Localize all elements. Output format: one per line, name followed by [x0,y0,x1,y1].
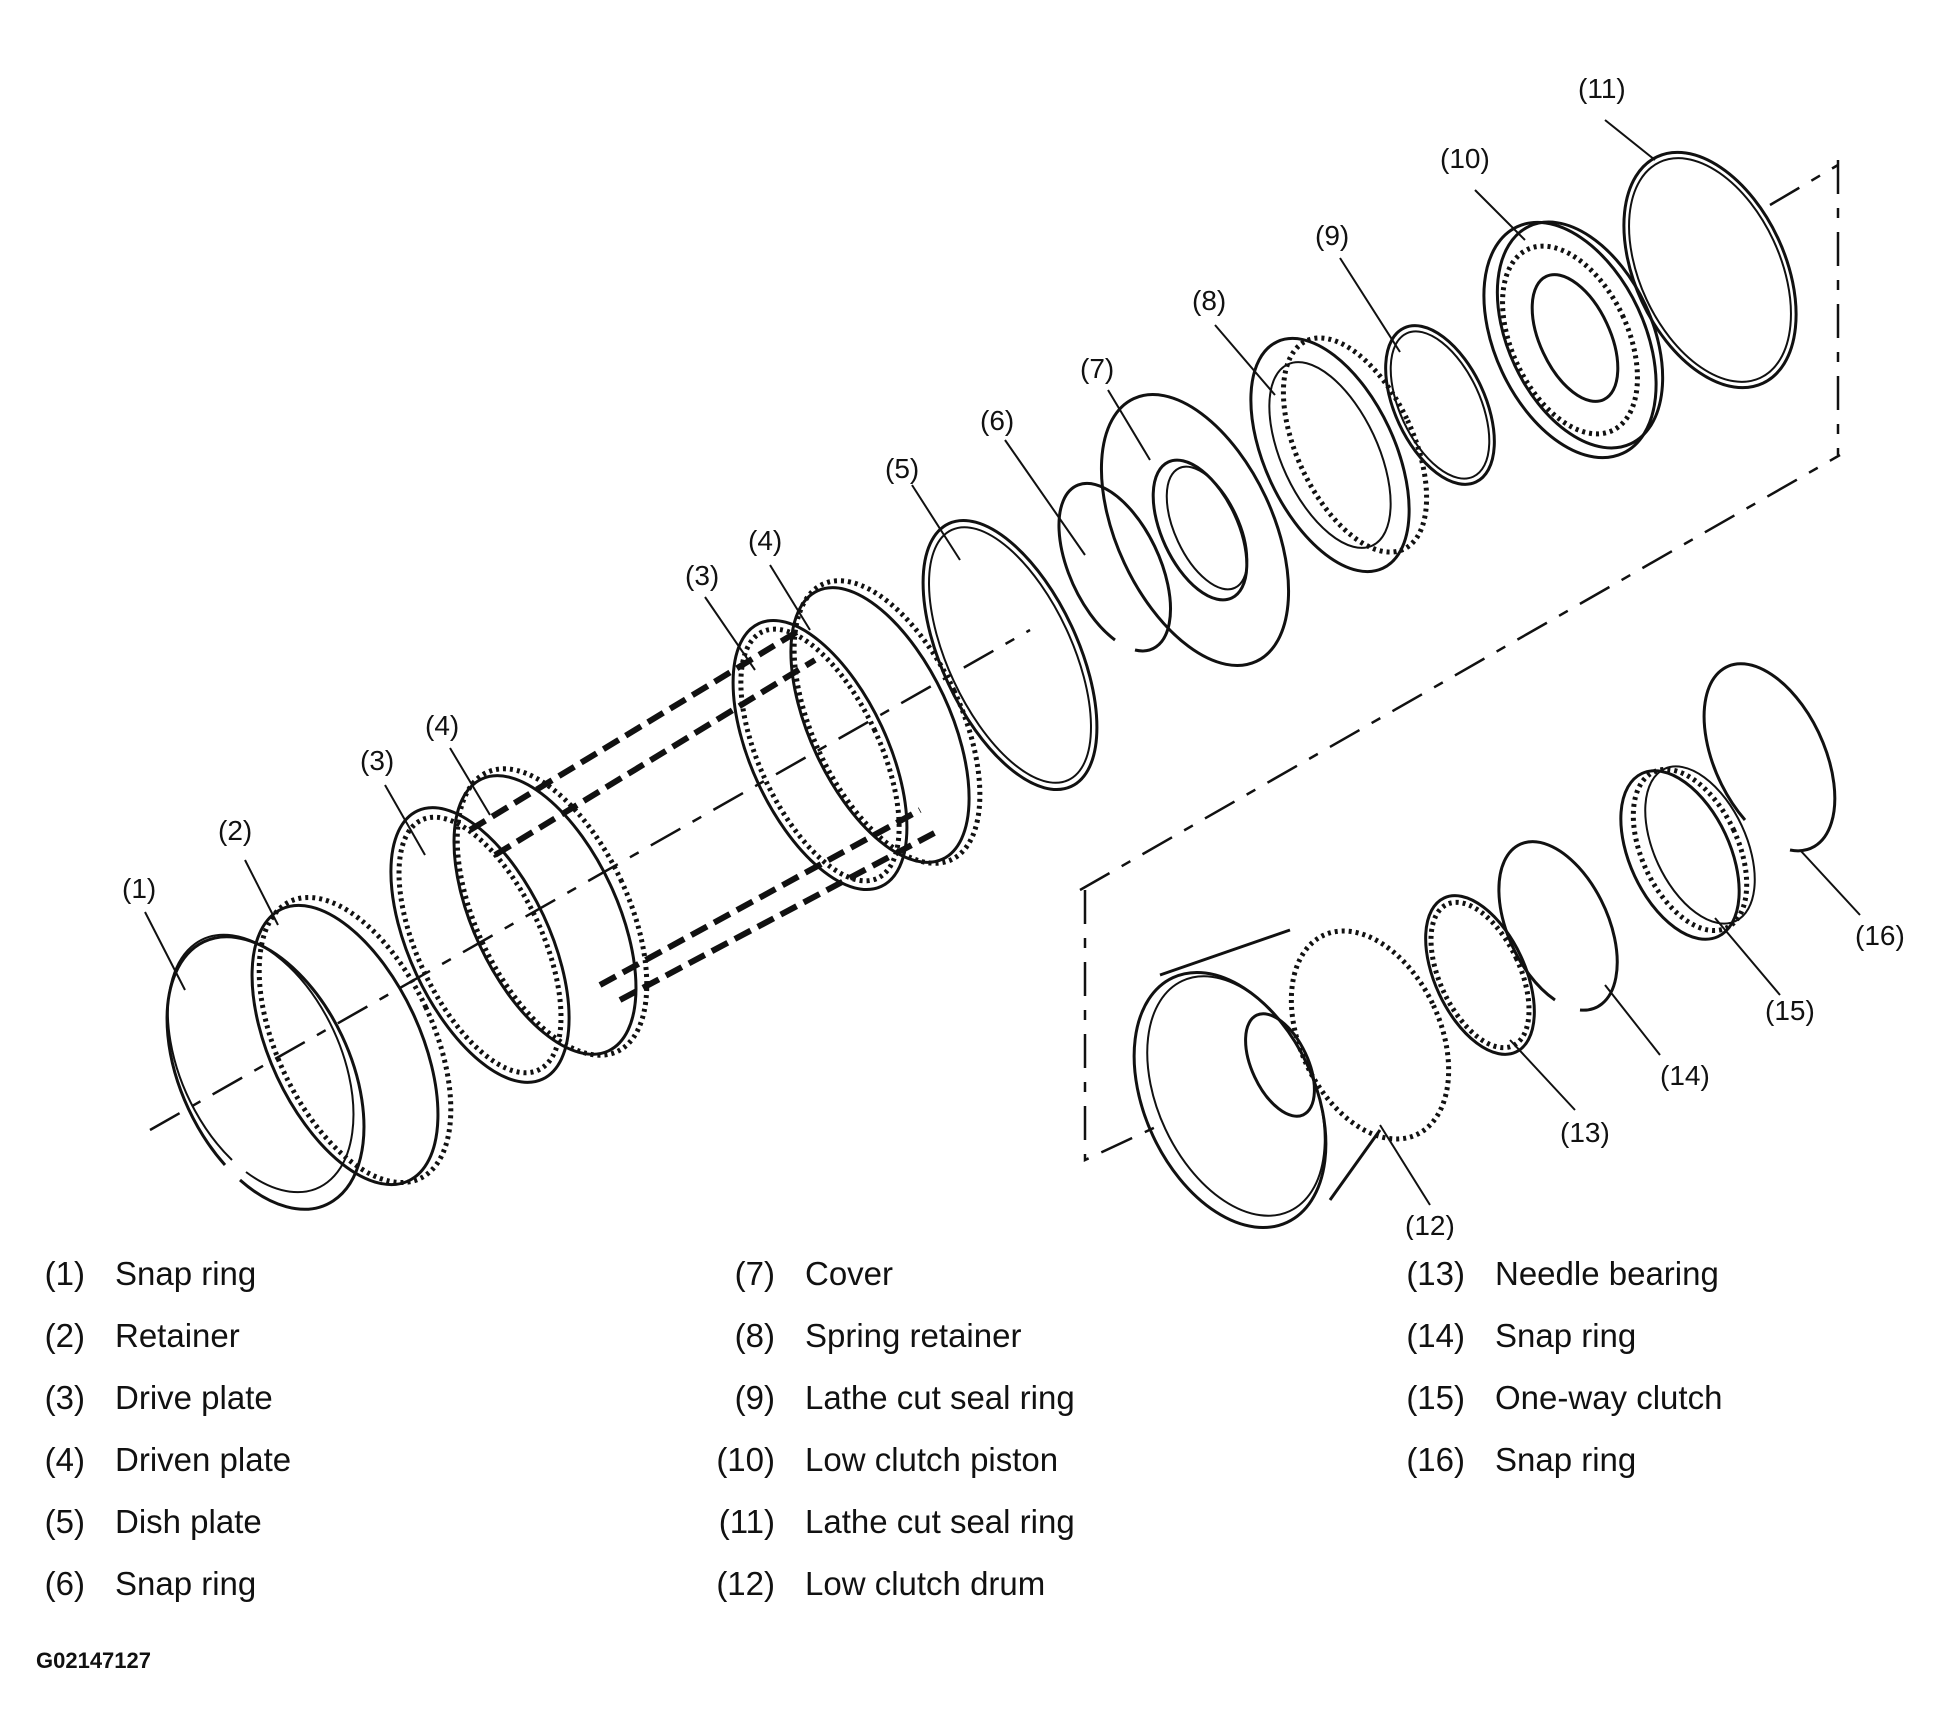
part-8-spring-retainer [1249,335,1430,574]
legend-number: (1) [44,1255,85,1292]
part-1-snap-ring [165,933,366,1211]
part-3-drive-plate-front [389,806,571,1084]
legend-number: (15) [1406,1379,1465,1416]
part-13-needle-bearing [1424,894,1536,1056]
part-3-drive-plate-rear [731,618,909,892]
legend-label: One-way clutch [1495,1379,1723,1416]
callout-7: (7) [1080,353,1114,384]
callout-labels: (1) (2) (3) (4) (3) (4) (5) (6) (7) (8) … [122,73,1905,1240]
callout-1: (1) [122,873,156,904]
legend-label: Low clutch drum [805,1565,1046,1602]
part-9-lathe-cut-seal-ring [1384,324,1496,486]
callout-14: (14) [1660,1060,1710,1091]
legend-label: Low clutch piston [805,1441,1059,1478]
leader-lines [144,119,1861,1206]
callout-12: (12) [1405,1210,1455,1240]
callout-3b: (3) [685,560,719,591]
legend-label: Snap ring [115,1565,257,1602]
part-4-driven-plate-rear [789,578,983,866]
legend-label: Lathe cut seal ring [805,1503,1075,1540]
legend-number: (11) [718,1503,775,1540]
callout-4: (4) [425,710,459,741]
legend-number: (4) [44,1441,85,1478]
legend-number: (6) [44,1565,85,1602]
part-14-snap-ring [1497,840,1619,1012]
part-11-lathe-cut-seal-ring [1622,150,1798,390]
part-5-dish-plate [921,518,1099,792]
callout-4b: (4) [748,525,782,556]
legend-label: Spring retainer [805,1317,1022,1354]
callout-9: (9) [1315,220,1349,251]
legend-number: (13) [1406,1255,1465,1292]
legend-number: (9) [734,1379,775,1416]
legend-label: Driven plate [115,1441,292,1478]
legend-label: Snap ring [1495,1317,1637,1354]
callout-5: (5) [885,453,919,484]
figure-code: G02147127 [36,1648,151,1673]
callout-13: (13) [1560,1117,1610,1148]
callout-3: (3) [360,745,394,776]
callout-8: (8) [1192,285,1226,316]
callout-2: (2) [218,815,252,846]
callout-15: (15) [1765,995,1815,1026]
part-10-low-clutch-piston [1482,220,1665,460]
legend-label: Drive plate [115,1379,273,1416]
legend-number: (14) [1406,1317,1465,1354]
legend-number: (12) [716,1565,775,1602]
legend-number: (7) [734,1255,775,1292]
legend-number: (2) [44,1317,85,1354]
part-16-snap-ring [1702,662,1837,853]
legend-label: Cover [805,1255,894,1292]
part-12-low-clutch-drum [1132,928,1452,1230]
exploded-view-diagram: (1) (2) (3) (4) (3) (4) (5) (6) (7) (8) … [122,73,1905,1240]
legend-label: Needle bearing [1495,1255,1719,1292]
part-4-driven-plate-front [452,766,650,1058]
legend-number: (3) [44,1379,85,1416]
legend-label: Snap ring [1495,1441,1637,1478]
legend-number: (10) [716,1441,775,1478]
legend-number: (5) [44,1503,85,1540]
part-7-cover [1099,393,1291,667]
parts-legend: (1)Snap ring (2)Retainer (3)Drive plate … [0,1255,1933,1655]
legend-label: Retainer [115,1317,240,1354]
part-2-retainer [250,894,454,1187]
legend-number: (8) [734,1317,775,1354]
callout-6: (6) [980,405,1014,436]
callout-11: (11) [1578,73,1626,104]
clutch-pack-guides [468,627,942,1003]
legend-number: (16) [1406,1441,1465,1478]
legend-label: Snap ring [115,1255,257,1292]
part-15-one-way-clutch [1619,765,1756,941]
callout-10: (10) [1440,143,1490,174]
callout-16: (16) [1855,920,1905,951]
legend-label: Dish plate [115,1503,262,1540]
legend-label: Lathe cut seal ring [805,1379,1075,1416]
drum-group-bracket [1083,160,1840,1162]
center-axis [149,453,1841,1132]
